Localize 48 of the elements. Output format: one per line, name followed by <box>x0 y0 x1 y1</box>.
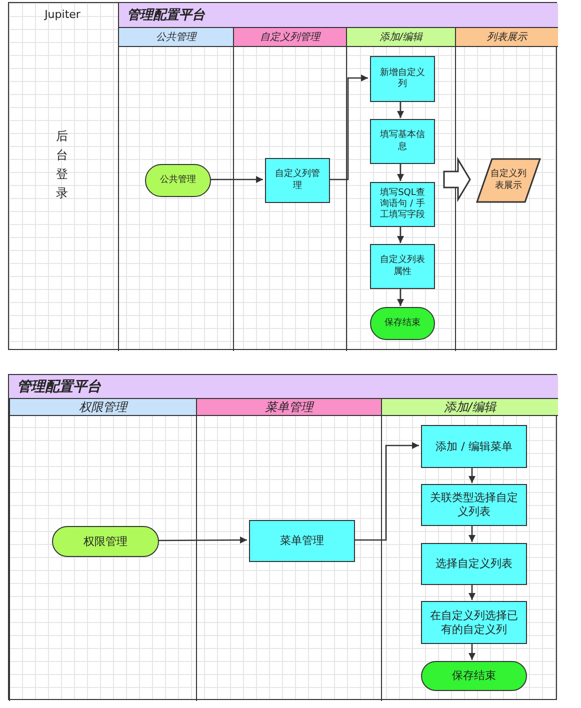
swimlane <box>118 28 233 351</box>
block-arrow <box>443 156 471 202</box>
arrow <box>157 536 247 544</box>
end-terminal: 保存结束 <box>370 307 435 340</box>
start-terminal: 权限管理 <box>52 526 159 557</box>
pool-title: 管理配置平台 <box>9 375 558 399</box>
process-box: 关联类型选择自定义列表 <box>421 484 527 526</box>
swimlane <box>381 399 558 701</box>
arrow <box>397 226 404 243</box>
lane-header: 菜单管理 <box>197 399 381 416</box>
output-parallelogram: 自定义列表展示 <box>476 158 541 203</box>
process-box: 添加 / 编辑菜单 <box>421 425 527 468</box>
row-label: 后台登录 <box>55 128 69 202</box>
lane-header: 公共管理 <box>119 28 233 47</box>
lane-header: 权限管理 <box>10 399 196 416</box>
process-box: 自定义列表属性 <box>370 244 435 289</box>
pool <box>8 374 557 700</box>
process-box: 新增自定义列 <box>370 56 435 102</box>
arrow <box>397 101 404 118</box>
arrow <box>353 442 419 541</box>
arrow <box>397 163 404 181</box>
arrow <box>397 288 404 306</box>
swimlane <box>455 28 558 351</box>
column-header: Jupiter <box>43 7 82 23</box>
arrow <box>468 643 476 660</box>
arrow <box>468 467 476 483</box>
process-box: 填写基本信息 <box>370 119 435 164</box>
arrow <box>468 525 476 542</box>
process-box: 在自定义列选择已有的自定义列 <box>421 601 527 644</box>
swimlane <box>233 28 346 351</box>
pool <box>8 2 557 350</box>
swimlane <box>9 399 196 701</box>
lane-header: 自定义列管理 <box>234 28 346 47</box>
arrow <box>209 176 263 183</box>
start-terminal: 公共管理 <box>145 164 211 197</box>
process-box: 自定义列管理 <box>265 158 330 203</box>
arrow <box>468 584 476 600</box>
swimlane <box>196 399 381 701</box>
lane-header: 添加/编辑 <box>382 399 558 416</box>
pool-title: 管理配置平台 <box>118 3 558 28</box>
lane-header: 添加/编辑 <box>347 28 455 47</box>
swimlane <box>346 28 455 351</box>
process-box: 选择自定义列表 <box>421 543 527 585</box>
end-terminal: 保存结束 <box>421 661 527 691</box>
process-box: 填写SQL查询语句 / 手工填写字段 <box>370 182 435 227</box>
process-box: 菜单管理 <box>249 520 355 562</box>
lane-header: 列表展示 <box>456 28 558 47</box>
arrow <box>328 74 368 180</box>
